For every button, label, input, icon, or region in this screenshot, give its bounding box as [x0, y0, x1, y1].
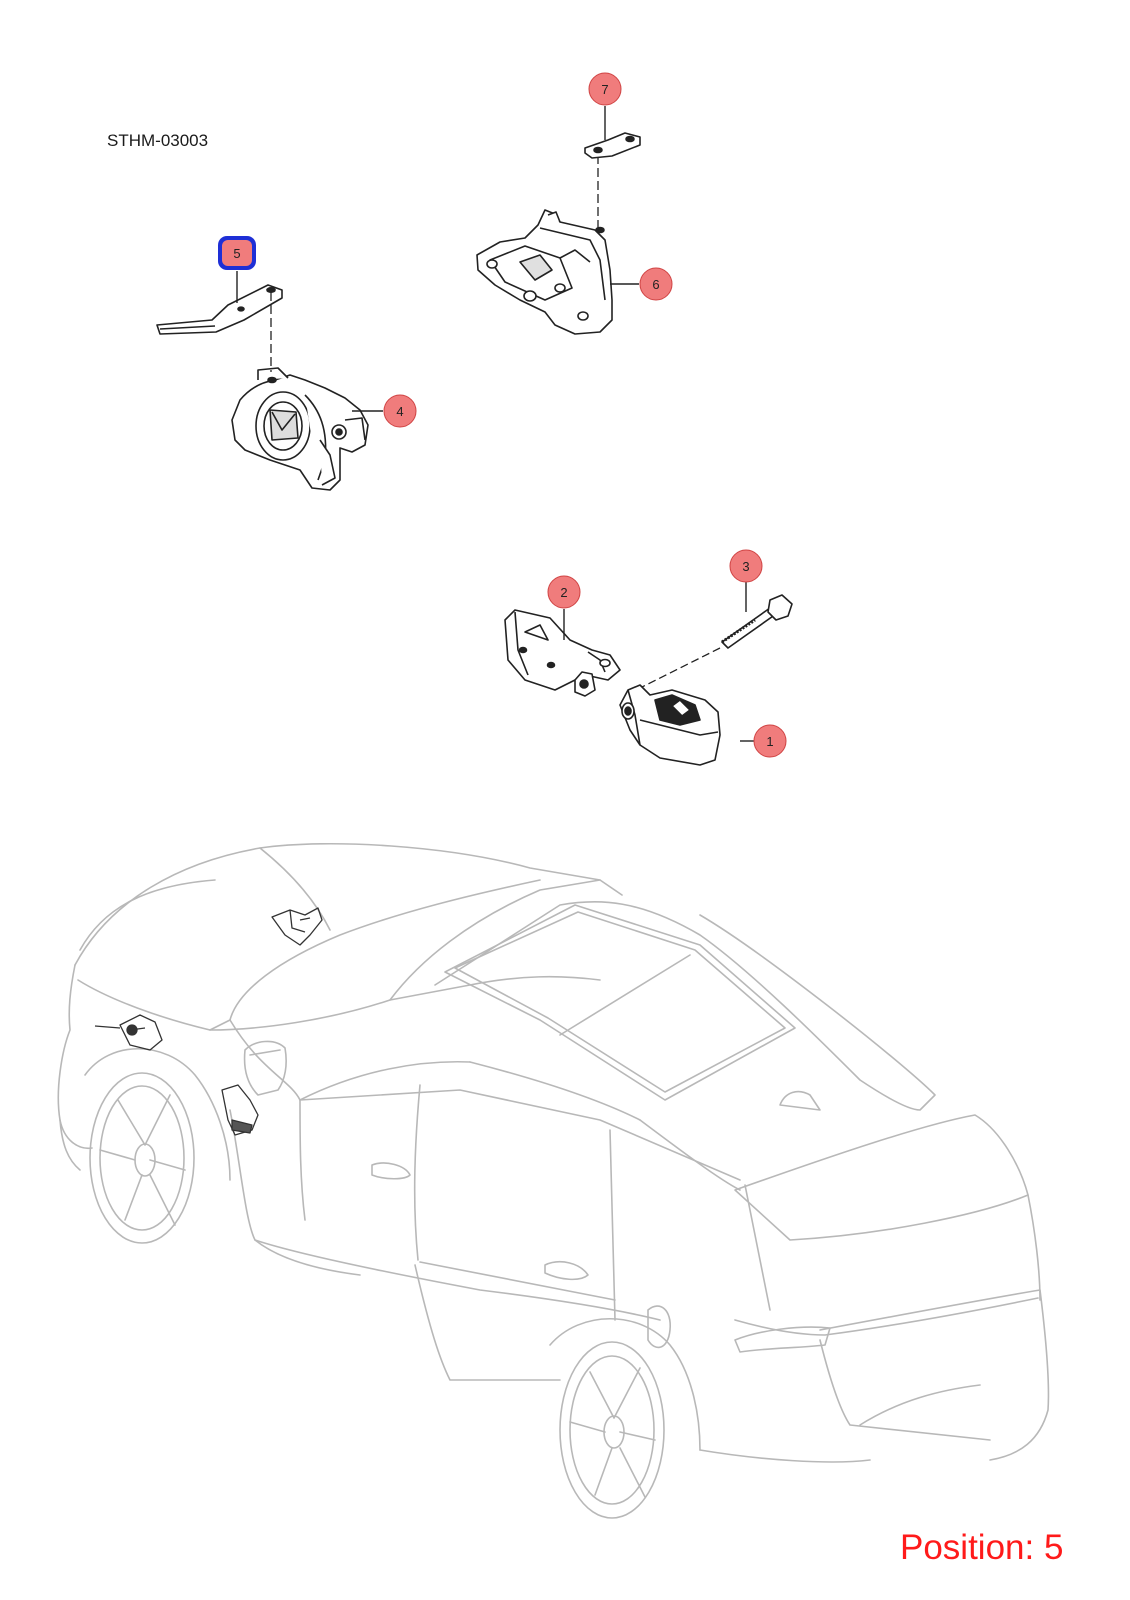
- diagram-code: STHM-03003: [107, 131, 209, 150]
- callout-1[interactable]: 1: [753, 724, 787, 758]
- callout-7[interactable]: 7: [588, 72, 622, 106]
- part-engine-mount: [231, 367, 369, 491]
- callout-6[interactable]: 6: [639, 267, 673, 301]
- callout-3[interactable]: 3: [729, 549, 763, 583]
- callout-5-label: 5: [233, 246, 240, 261]
- part-bracket-selected: [156, 284, 283, 335]
- part-plate: [584, 132, 641, 159]
- position-label: Position: 5: [900, 1528, 1064, 1567]
- assembly-line-3-1: [639, 647, 721, 689]
- callout-5-selected[interactable]: 5: [218, 236, 256, 270]
- callout-3-label: 3: [742, 559, 749, 574]
- part-transmission-mount: [476, 209, 613, 335]
- callout-4-label: 4: [396, 404, 403, 419]
- callout-4[interactable]: 4: [383, 394, 417, 428]
- part-rear-bracket: [504, 609, 621, 697]
- callout-6-label: 6: [652, 277, 659, 292]
- part-lower-mount: [619, 684, 721, 766]
- vehicle-outline: [57, 842, 1050, 1519]
- callout-2-label: 2: [560, 585, 567, 600]
- vehicle-mount-locations: [94, 907, 323, 1136]
- part-bolt: [721, 594, 793, 649]
- callout-1-label: 1: [766, 734, 773, 749]
- callout-2[interactable]: 2: [547, 575, 581, 609]
- leader-lines: [236, 106, 754, 742]
- callout-7-label: 7: [601, 82, 608, 97]
